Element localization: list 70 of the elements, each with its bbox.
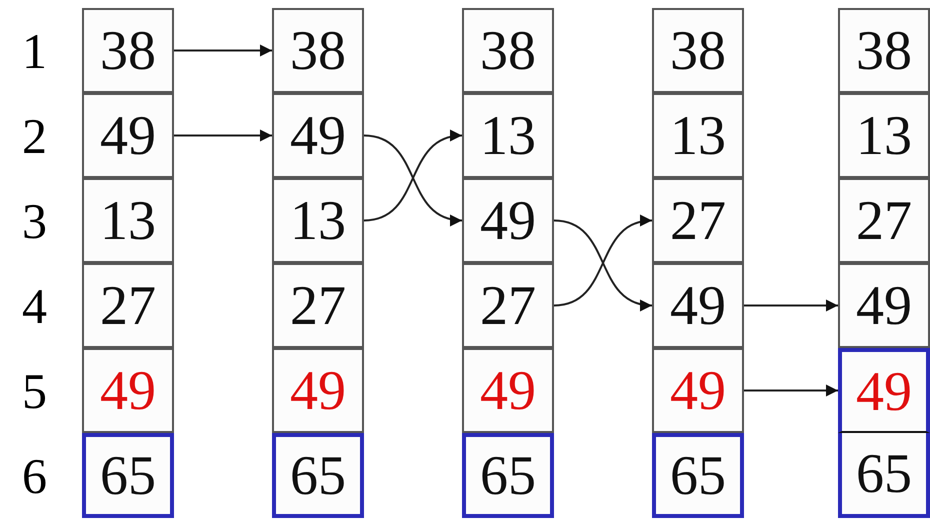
cell-value: 27 — [670, 192, 726, 248]
row-index: 6 — [22, 451, 47, 501]
array-cell — [272, 433, 364, 518]
row-index: 1 — [22, 26, 47, 76]
array-cell — [462, 178, 554, 263]
cell-value: 65 — [670, 448, 726, 504]
array-cell — [82, 263, 174, 348]
array-cell — [652, 433, 744, 518]
cell-value: 27 — [856, 192, 912, 248]
arrow — [174, 130, 272, 142]
cell-value: 49 — [670, 362, 726, 418]
cell-value: 49 — [100, 108, 156, 164]
array-cell — [272, 8, 364, 93]
array-cell — [272, 348, 364, 433]
cell-value: 27 — [480, 278, 536, 334]
array-cell — [462, 433, 554, 518]
cell-value: 65 — [100, 448, 156, 504]
cell-value: 13 — [670, 108, 726, 164]
array-cell — [462, 8, 554, 93]
array-cell — [652, 93, 744, 178]
array-cell — [838, 263, 930, 348]
array-cell — [272, 263, 364, 348]
cell-value: 13 — [856, 108, 912, 164]
array-cell — [82, 178, 174, 263]
array-cell — [838, 433, 930, 518]
cell-value: 49 — [290, 362, 346, 418]
array-cell — [82, 8, 174, 93]
cell-value: 13 — [100, 192, 156, 248]
cell-value: 49 — [856, 364, 912, 420]
cell-value: 38 — [480, 22, 536, 78]
arrow — [744, 300, 838, 312]
cell-value: 65 — [290, 448, 346, 504]
cell-value: 38 — [670, 22, 726, 78]
array-cell — [652, 8, 744, 93]
cell-value: 49 — [670, 278, 726, 334]
arrow — [744, 384, 838, 396]
cell-value: 49 — [100, 362, 156, 418]
cell-value: 38 — [290, 22, 346, 78]
array-cell — [838, 178, 930, 263]
cell-value: 38 — [856, 22, 912, 78]
row-index: 5 — [22, 366, 47, 416]
cell-value: 65 — [856, 446, 912, 502]
cell-value: 49 — [290, 108, 346, 164]
row-index: 4 — [22, 281, 47, 331]
array-cell — [462, 93, 554, 178]
array-cell — [272, 93, 364, 178]
cell-value: 38 — [100, 22, 156, 78]
row-index: 2 — [22, 111, 47, 161]
array-cell — [462, 263, 554, 348]
cell-value: 49 — [480, 192, 536, 248]
array-cell — [652, 263, 744, 348]
array-cell — [838, 348, 930, 433]
cell-value: 27 — [290, 278, 346, 334]
array-cell — [462, 348, 554, 433]
array-cell — [838, 8, 930, 93]
array-cell — [838, 93, 930, 178]
array-cell — [82, 433, 174, 518]
cell-value: 13 — [290, 192, 346, 248]
array-cell — [82, 348, 174, 433]
array-cell — [272, 178, 364, 263]
array-cell — [652, 178, 744, 263]
arrow — [174, 44, 272, 56]
cell-value: 13 — [480, 108, 536, 164]
array-cell — [652, 348, 744, 433]
cell-value: 27 — [100, 278, 156, 334]
cell-value: 49 — [856, 278, 912, 334]
cell-value: 49 — [480, 362, 536, 418]
cell-value: 65 — [480, 448, 536, 504]
row-index: 3 — [22, 196, 47, 246]
array-cell — [82, 93, 174, 178]
